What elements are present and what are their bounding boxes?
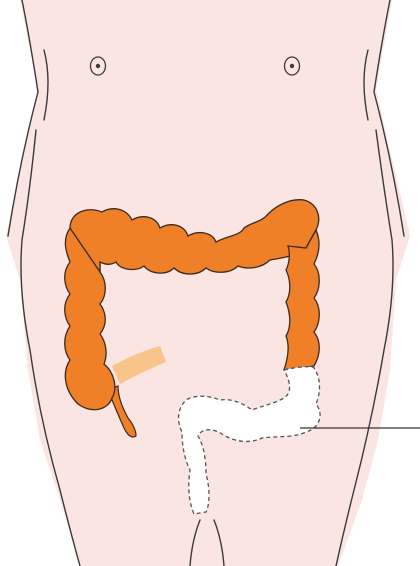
descending-colon: [284, 230, 319, 370]
